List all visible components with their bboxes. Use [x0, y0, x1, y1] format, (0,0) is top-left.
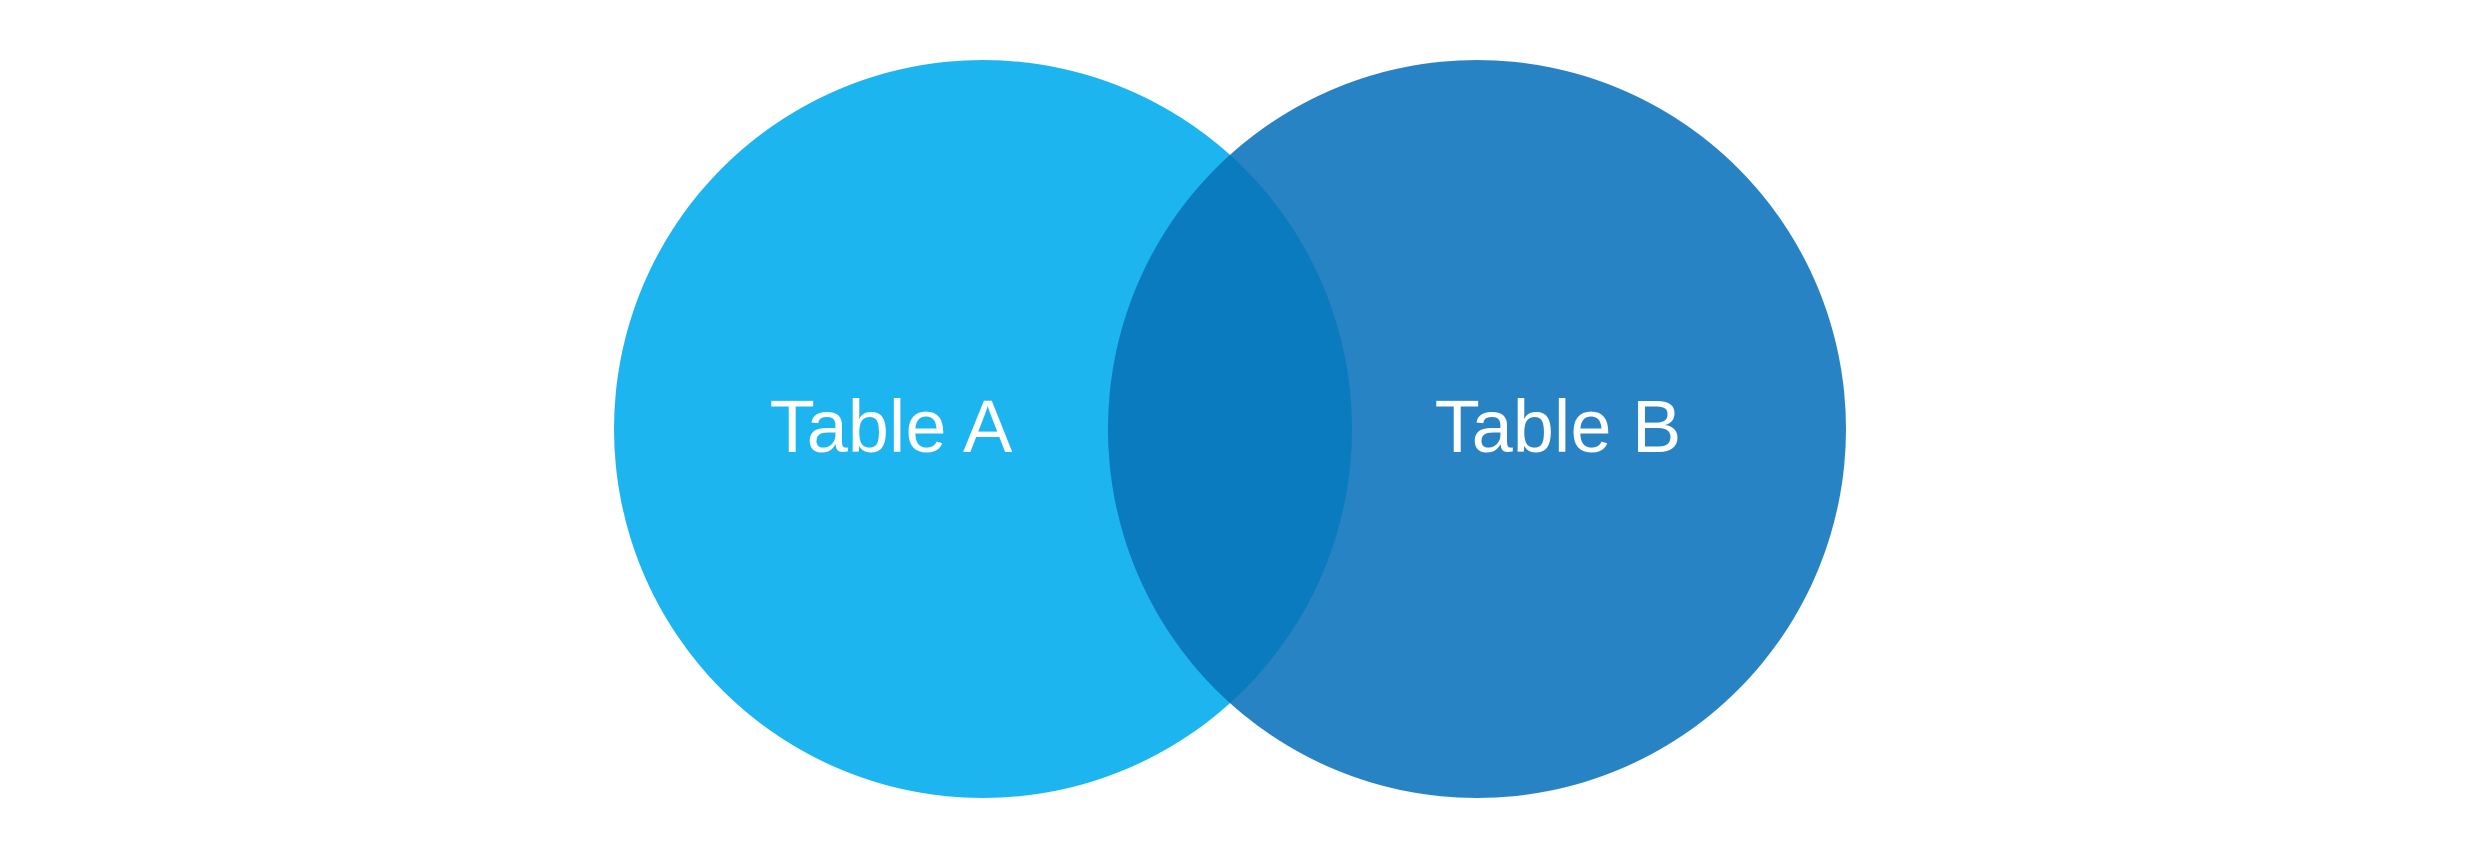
intersection-region [1108, 60, 1352, 798]
label-table-a: Table A [770, 385, 1013, 468]
label-table-b: Table B [1435, 385, 1682, 468]
